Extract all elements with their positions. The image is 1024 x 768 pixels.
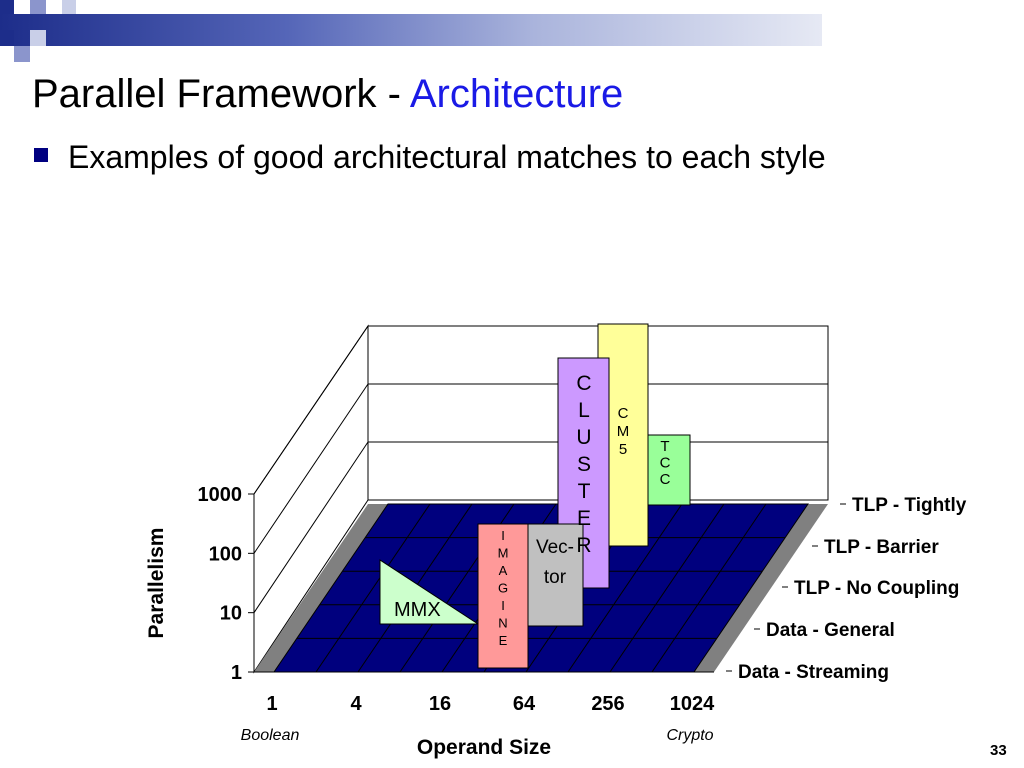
label-tcc: TCC [660,438,671,488]
x-axis-label: Operand Size [417,736,551,759]
floor-grid-line [567,503,683,673]
bar-tcc [647,434,691,506]
y-axis-label: Parallelism [145,528,168,639]
x-tick-label: 4 [350,693,362,715]
shape-label-char: E [499,633,508,648]
category-label: Data - General [766,620,895,641]
y-tick-label: 10 [220,603,242,625]
shape-label-line: tor [544,567,567,588]
grid-line-side [253,325,369,495]
grid-line-side [253,441,369,613]
slide-title-accent: Architecture [409,72,624,116]
shape-label-char: M [617,423,630,440]
x-tick-caption: Boolean [241,727,300,744]
shape-label-char: G [498,581,508,596]
x-tick-captions: Boolean Crypto [241,727,714,744]
bullet-text: Examples of good architectural matches t… [68,139,826,175]
corner-square-7 [30,30,46,46]
floor-grid-line [609,503,725,673]
y-tick-label: 1000 [198,484,243,506]
corner-square-3 [62,0,76,14]
slide-title-main: Parallel Framework - [32,72,410,116]
shape-label-char: M [498,546,509,561]
x-tick-caption: Crypto [666,727,713,744]
corner-square-6 [0,30,14,46]
shape-label-char: R [576,534,591,557]
category-label: TLP - Tightly [852,495,967,516]
shape-label-char: A [499,563,508,578]
shape-label-char: C [660,471,671,488]
label-vector: Vec-tor [536,537,574,588]
x-tick-label: 256 [591,693,624,715]
grid-line-side [253,383,369,554]
shape-label-char: S [577,453,591,476]
label-cm5: CM5 [617,405,630,458]
label-mmx: MMX [394,599,441,621]
category-label: Data - Streaming [738,662,889,683]
triangle-mmx [379,559,480,625]
shape-label-char: U [576,426,591,449]
shape-label-char: E [577,507,591,530]
shape-label-char: I [501,528,505,543]
chart-floor-edge-left [254,504,388,672]
bar-imagine [477,523,529,669]
y-tick-label: 100 [209,543,242,565]
x-tick-label: 1024 [670,693,715,715]
bar-vector [527,523,584,627]
corner-square-8 [14,46,30,62]
x-axis-ticks: 1 4 16 64 256 1024 [266,693,715,715]
shape-label-char: L [578,399,590,422]
page-number: 33 [990,742,1007,759]
category-label: TLP - No Coupling [794,578,959,599]
slide-title: Parallel Framework - Architecture [32,72,623,117]
shape-label-char: I [501,598,505,613]
shape-label-char: T [660,438,669,455]
shape-label-char: T [578,480,591,503]
shape-label-char: N [498,616,507,631]
floor-grid-line [651,503,767,673]
shape-label-char: C [576,372,591,395]
shape-label-char: 5 [619,441,627,458]
header-gradient-bar [0,14,822,46]
floor-grid-line [315,503,431,673]
shape-label-char: C [618,405,629,422]
shape-label-char: C [660,455,671,472]
x-tick-label: 64 [513,693,536,715]
shape-label-line: Vec- [536,537,574,558]
y-tick-label: 1 [231,662,242,684]
corner-square-1 [0,0,14,14]
corner-square-2 [30,0,46,14]
category-labels: Data - Streaming Data - General TLP - No C… [726,495,967,683]
chart-floor-edge-right [694,504,828,672]
category-label: TLP - Barrier [824,537,939,558]
y-axis-ticks: 1 10 100 1000 [198,484,254,684]
bullet-square-icon [34,148,48,162]
x-tick-label: 1 [266,693,277,715]
x-tick-label: 16 [429,693,451,715]
